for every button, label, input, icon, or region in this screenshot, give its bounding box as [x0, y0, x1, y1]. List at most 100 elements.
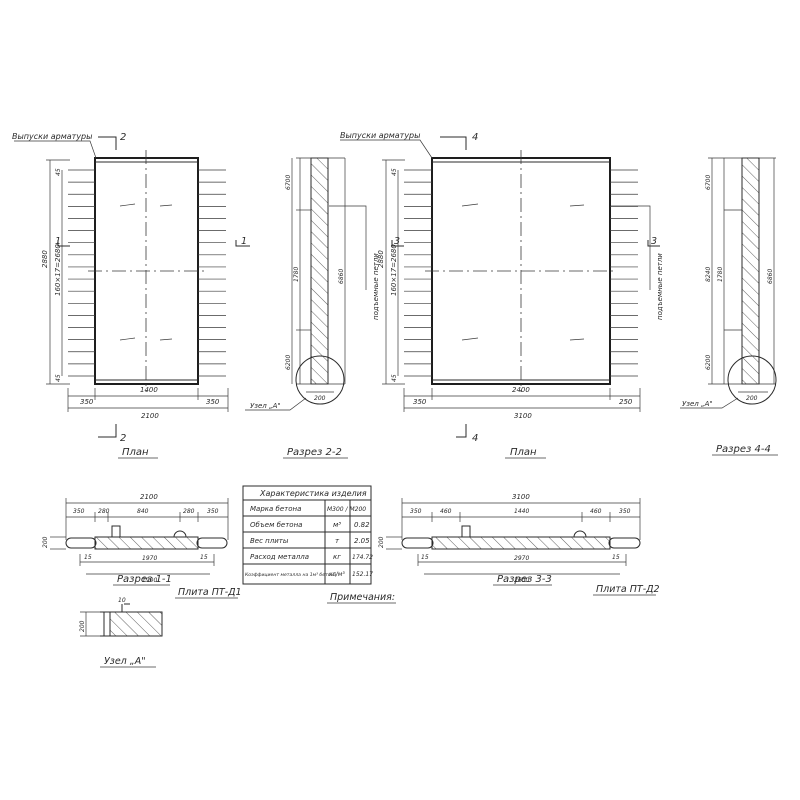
node-a-label-3: Узел „А" [104, 656, 146, 667]
table-row-name: Коэффициент металла на 1м³ бетона [245, 572, 337, 578]
plan-1-title: План [122, 447, 149, 458]
dim-s33-460a: 460 [440, 508, 452, 515]
plan-2-rebar-left [404, 169, 432, 377]
section-3-3-view [386, 498, 641, 575]
table-row-name: Марка бетона [250, 505, 301, 513]
dim-node-200: 200 [79, 620, 86, 632]
section-2-2-slab [310, 157, 329, 385]
dim-s33-1440: 1440 [514, 508, 529, 515]
section-4-4-view [680, 157, 777, 409]
plate-pt-d2-title: Плита ПТ-Д2 [596, 584, 660, 595]
dim-p2-45a: 45 [391, 168, 398, 176]
dim-s33-460b: 460 [590, 508, 602, 515]
dim-s44-8240: 8240 [705, 267, 712, 282]
dim-s33-350b: 350 [619, 508, 631, 515]
dim-s33-15b: 15 [612, 554, 620, 561]
dim-p1-chain: 160×17=2680 [54, 244, 62, 296]
table-row-unit: т [335, 537, 340, 545]
node-a-label-2: Узел „А" [682, 400, 713, 408]
node-a-label-1: Узел „А" [250, 402, 281, 410]
rebar-outlets-label-1: Выпуски арматуры [12, 132, 92, 141]
node-a-slab [109, 611, 163, 637]
table-row-unit: м³ [333, 521, 341, 529]
dim-s33-350a: 350 [410, 508, 422, 515]
section-1-1-slab [94, 536, 199, 550]
dim-s44-6700: 6700 [705, 175, 712, 190]
dim-s11-1900: 1900 [142, 577, 157, 584]
section-4-4-slab [741, 157, 760, 385]
dim-s22-6700: 6700 [285, 175, 292, 190]
table-header: Характеристика изделия [259, 489, 367, 498]
lifting-loops-label-2: подъемные петли [656, 253, 664, 320]
section-mark-3-right: 3 [651, 236, 657, 247]
plan-2-rebar-right [610, 169, 638, 377]
dim-p1-350b: 350 [206, 398, 220, 406]
characteristics-table [242, 485, 372, 585]
dim-s22-6860: 6860 [338, 269, 345, 284]
section-mark-2-bottom: 2 [120, 433, 126, 444]
table-row-unit: М300 / М200 [327, 506, 366, 513]
dim-s22-1780: 1780 [293, 267, 300, 282]
dim-p1-45b: 45 [55, 374, 62, 382]
dim-p2-250: 250 [619, 398, 633, 406]
dim-p1-2880: 2880 [41, 250, 49, 268]
dim-s11-840: 840 [137, 508, 149, 515]
dim-s11-15b: 15 [200, 554, 208, 561]
dim-s33-200: 200 [378, 536, 385, 548]
node-a-detail [80, 603, 163, 637]
section-mark-4-top: 4 [472, 132, 478, 143]
dim-s33-2970: 2970 [514, 555, 529, 562]
section-2-2-view [245, 157, 367, 411]
dim-p1-1400: 1400 [140, 386, 158, 394]
section-mark-2-top: 2 [120, 132, 126, 143]
dim-s11-350b: 350 [207, 508, 219, 515]
plan-2-title: План [510, 447, 537, 458]
lifting-loops-label-1: подъемные петли [372, 253, 380, 320]
table-row-unit: кг [333, 553, 341, 561]
plan-1-rebar-right [198, 169, 226, 377]
dim-s11-2100: 2100 [140, 493, 158, 501]
table-row-name: Вес плиты [250, 537, 289, 545]
table-row-value: 2.05 [354, 537, 370, 545]
section-1-1-title: Разрез 1-1 [117, 574, 172, 585]
dim-p1-2100: 2100 [141, 412, 159, 420]
node-a-callout-1 [295, 355, 345, 405]
node-a-callout-2 [727, 355, 777, 405]
table-row-unit: кг/м³ [329, 571, 345, 578]
table-row-value: 152.17 [352, 571, 373, 578]
dim-s44-6200: 6200 [705, 355, 712, 370]
dim-s11-1970: 1970 [142, 555, 157, 562]
section-2-2-title: Разрез 2-2 [287, 447, 342, 458]
dim-s44-200: 200 [746, 395, 758, 402]
dim-node-10: 10 [118, 597, 126, 604]
plan-2-view [340, 136, 660, 438]
dim-p2-3100: 3100 [514, 412, 532, 420]
dim-s33-2600: 2600 [514, 577, 529, 584]
table-row-name: Расход металла [250, 553, 309, 561]
dim-p1-45a: 45 [55, 168, 62, 176]
dim-p2-chain: 160×17=2680 [390, 244, 398, 296]
dim-s11-350a: 350 [73, 508, 85, 515]
table-row-value: 174.72 [352, 554, 373, 561]
section-mark-1-right: 1 [241, 236, 247, 247]
section-mark-1-left: 1 [55, 236, 61, 247]
section-1-1-view [50, 498, 229, 575]
dim-s11-280a: 280 [98, 508, 110, 515]
dim-p2-2880: 2880 [377, 250, 385, 268]
section-mark-3-left: 3 [394, 236, 400, 247]
plan-1-view [14, 136, 250, 438]
dim-s22-200: 200 [314, 395, 326, 402]
plate-pt-d1-title: Плита ПТ-Д1 [178, 587, 242, 598]
dim-s33-15a: 15 [421, 554, 429, 561]
dim-s22-6200: 6200 [285, 355, 292, 370]
dim-p1-350a: 350 [80, 398, 94, 406]
plan-1-rebar-left [68, 169, 95, 377]
section-3-3-title: Разрез 3-3 [497, 574, 552, 585]
dim-s11-200: 200 [42, 536, 49, 548]
dim-s11-15a: 15 [84, 554, 92, 561]
dim-p2-45b: 45 [391, 374, 398, 382]
dim-p2-350: 350 [413, 398, 427, 406]
dim-s44-1780: 1780 [717, 267, 724, 282]
table-row-name: Объем бетона [250, 521, 302, 529]
